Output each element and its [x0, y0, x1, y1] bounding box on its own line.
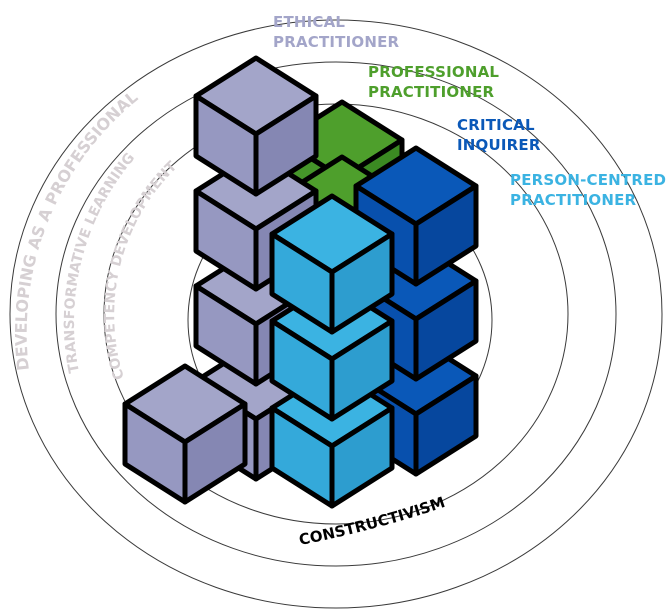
role-label-ethical-line1: ETHICAL	[273, 13, 346, 31]
cube-stacks	[122, 55, 479, 509]
lavender-front-cube	[122, 363, 248, 505]
ring-label-transformative: TRANSFORMATIVE LEARNING	[62, 150, 138, 374]
blue-cube-1-right-face	[413, 183, 479, 287]
role-label-critical: CRITICAL INQUIRER	[457, 115, 541, 155]
lavender-front-cube-right-face	[182, 401, 248, 505]
cyan-cube-1	[269, 193, 395, 335]
role-label-person-centred-line2: PRACTITIONER	[510, 191, 637, 209]
cyan-cube-2-right-face	[329, 318, 395, 422]
role-label-ethical-line2: PRACTITIONER	[273, 33, 400, 51]
blue-cube-1	[353, 145, 479, 287]
cyan-cube-3-right-face	[329, 405, 395, 509]
base-label: CONSTRUCTIVISM	[297, 493, 447, 549]
cyan-cube-1-right-face	[329, 231, 395, 335]
lavender-cube-1	[193, 55, 319, 197]
role-label-critical-line2: INQUIRER	[457, 136, 541, 154]
outer-ring	[9, 19, 663, 609]
role-label-person-centred: PERSON-CENTRED PRACTITIONER	[510, 170, 666, 210]
lavender-cube-1-right-face	[253, 93, 319, 197]
middle-ring	[55, 61, 617, 567]
role-label-person-centred-line1: PERSON-CENTRED	[510, 171, 667, 189]
role-label-critical-line1: CRITICAL	[457, 116, 535, 134]
role-label-professional: PROFESSIONAL PRACTITIONER	[368, 62, 499, 102]
blue-cube-2-right-face	[413, 278, 479, 382]
role-label-professional-line2: PRACTITIONER	[368, 83, 495, 101]
role-label-professional-line1: PROFESSIONAL	[368, 63, 500, 81]
blue-cube-3-right-face	[413, 373, 479, 477]
role-label-ethical: ETHICAL PRACTITIONER	[273, 12, 399, 52]
